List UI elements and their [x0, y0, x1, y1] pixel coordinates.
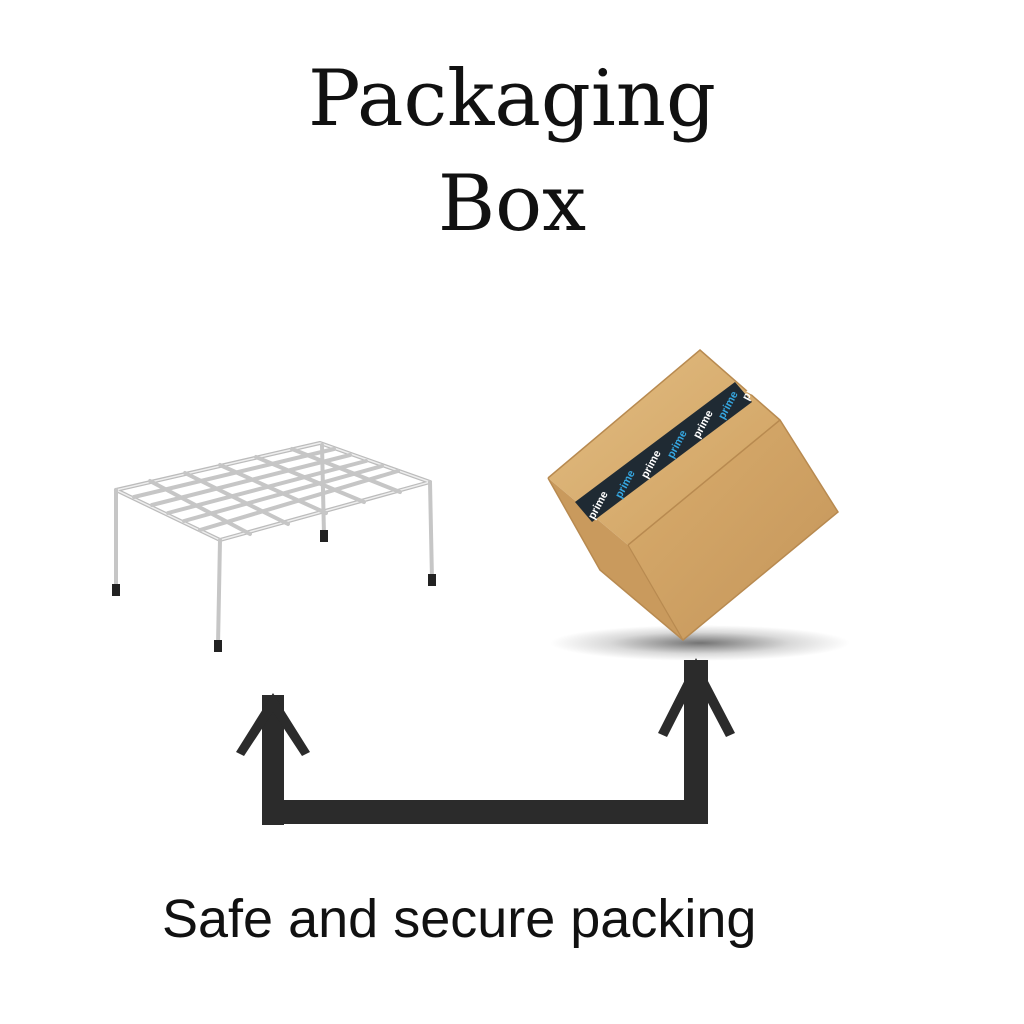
caption-text: Safe and secure packing: [162, 889, 757, 949]
box-shadow: [550, 625, 850, 661]
title-line-2: Box: [437, 159, 587, 249]
cardboard-box-illustration: prime prime prime prime prime prime prim…: [547, 349, 839, 641]
flow-arrow-icon: [236, 658, 735, 825]
box-tape: [575, 382, 752, 522]
wire-rack-illustration: [112, 441, 436, 652]
tape-label-7: prime: [740, 370, 765, 402]
title-line-1: Packaging: [308, 54, 716, 144]
